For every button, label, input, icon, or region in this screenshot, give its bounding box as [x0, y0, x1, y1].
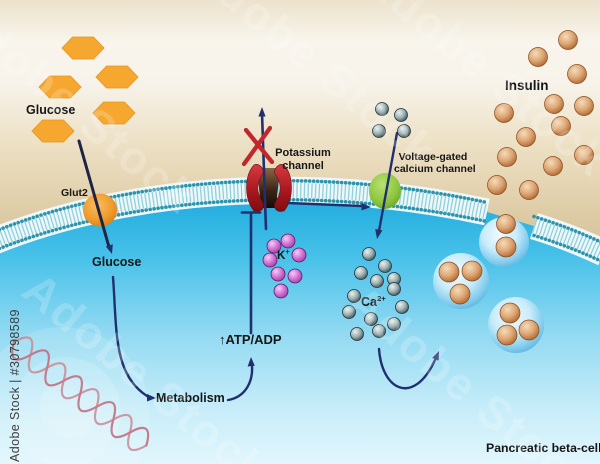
- insulin-granule: [574, 145, 594, 165]
- potassium-ion: [287, 268, 303, 284]
- potassium-ion: [266, 238, 282, 254]
- insulin-granule: [551, 116, 571, 136]
- insulin-granule: [461, 260, 483, 282]
- potassium-ion: [262, 252, 278, 268]
- insulin-granule: [487, 175, 507, 195]
- calcium-ion: [354, 266, 368, 280]
- calcium-ion: [347, 289, 361, 303]
- glucose-hexagon: [61, 36, 105, 60]
- insulin-granule: [574, 96, 594, 116]
- calcium-ion: [342, 305, 356, 319]
- insulin-granule: [495, 236, 517, 258]
- insulin-granule: [516, 127, 536, 147]
- insulin-granule: [558, 30, 578, 50]
- insulin-granule: [518, 319, 540, 341]
- calcium-ion: [375, 102, 389, 116]
- calcium-ion: [364, 312, 378, 326]
- block-x-icon: [241, 125, 275, 167]
- calcium-ions-intracellular: [342, 247, 409, 341]
- potassium-ion: [280, 233, 296, 249]
- insulin-granule: [438, 261, 460, 283]
- calcium-ion: [378, 259, 392, 273]
- insulin-granule: [494, 103, 514, 123]
- potassium-ion: [270, 266, 286, 282]
- insulin-granule: [543, 156, 563, 176]
- plasma-membrane: [0, 176, 600, 266]
- calcium-ion: [372, 324, 386, 338]
- potassium-ion: [291, 247, 307, 263]
- calcium-ion: [394, 108, 408, 122]
- insulin-granule: [449, 283, 471, 305]
- glucose-hexagon: [31, 119, 75, 143]
- calcium-ion: [362, 247, 376, 261]
- calcium-ion: [350, 327, 364, 341]
- calcium-ion: [372, 124, 386, 138]
- calcium-ion: [397, 124, 411, 138]
- insulin-granule: [544, 94, 564, 114]
- glucose-hexagon: [95, 65, 139, 89]
- insulin-vesicles: [433, 217, 544, 353]
- insulin-granule: [528, 47, 548, 67]
- insulin-granule: [496, 214, 516, 234]
- calcium-channel: [369, 173, 401, 209]
- potassium-ions: [262, 233, 307, 299]
- insulin-granule: [499, 302, 521, 324]
- insulin-granules: [487, 30, 594, 234]
- calcium-ion: [387, 282, 401, 296]
- potassium-ion: [273, 283, 289, 299]
- insulin-granule: [567, 64, 587, 84]
- glucose-molecules: [31, 36, 139, 143]
- insulin-granule: [497, 147, 517, 167]
- insulin-granule: [496, 324, 518, 346]
- calcium-ion: [370, 274, 384, 288]
- potassium-channel: [246, 164, 292, 212]
- glucose-hexagon: [38, 75, 82, 99]
- pathway-arrows: [77, 107, 439, 402]
- calcium-ions-extracellular: [372, 102, 411, 138]
- calcium-ion: [395, 300, 409, 314]
- insulin-granule: [519, 180, 539, 200]
- glucose-hexagon: [92, 101, 136, 125]
- calcium-ion: [387, 317, 401, 331]
- dna-helix: [11, 336, 150, 452]
